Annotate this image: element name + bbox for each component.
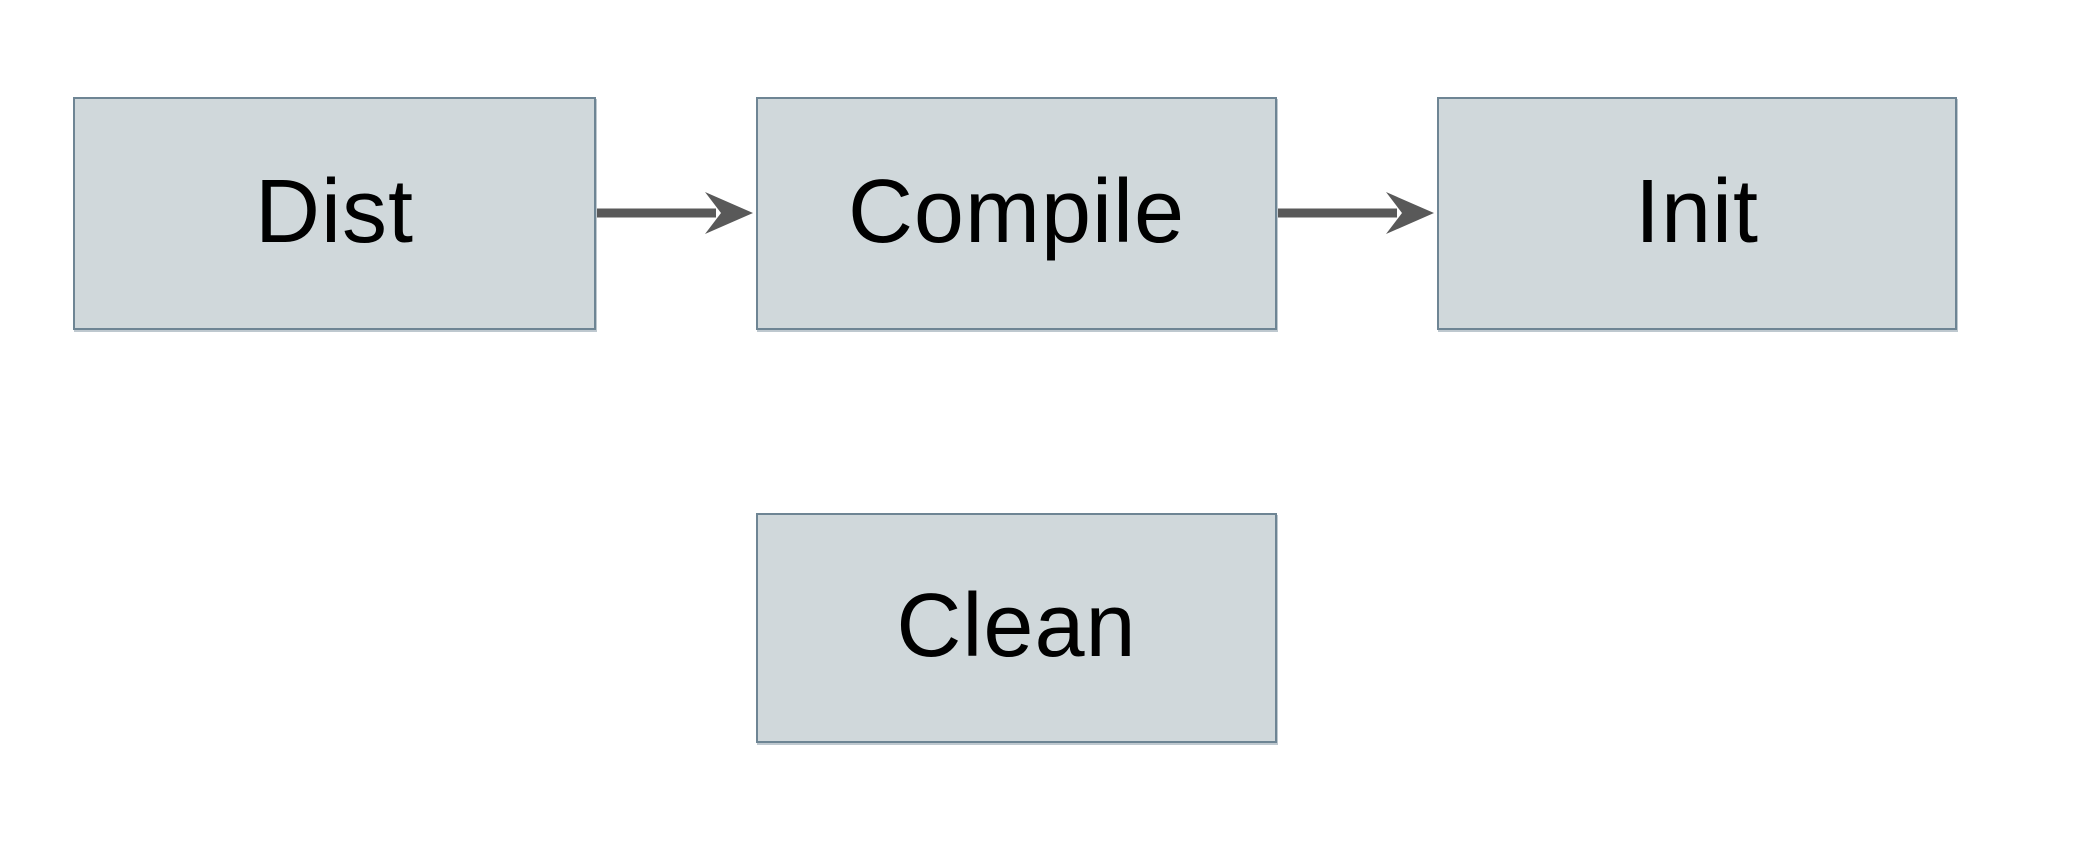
node-init[interactable]: Init (1437, 97, 1957, 330)
arrow-dist-to-compile[interactable] (597, 192, 753, 234)
node-dist[interactable]: Dist (73, 97, 596, 330)
arrow-compile-to-init[interactable] (1278, 192, 1434, 234)
node-compile[interactable]: Compile (756, 97, 1277, 330)
node-clean-label: Clean (896, 576, 1137, 676)
node-compile-label: Compile (847, 161, 1186, 262)
node-dist-label: Dist (255, 161, 414, 262)
node-clean[interactable]: Clean (756, 513, 1277, 743)
node-init-label: Init (1634, 161, 1760, 262)
